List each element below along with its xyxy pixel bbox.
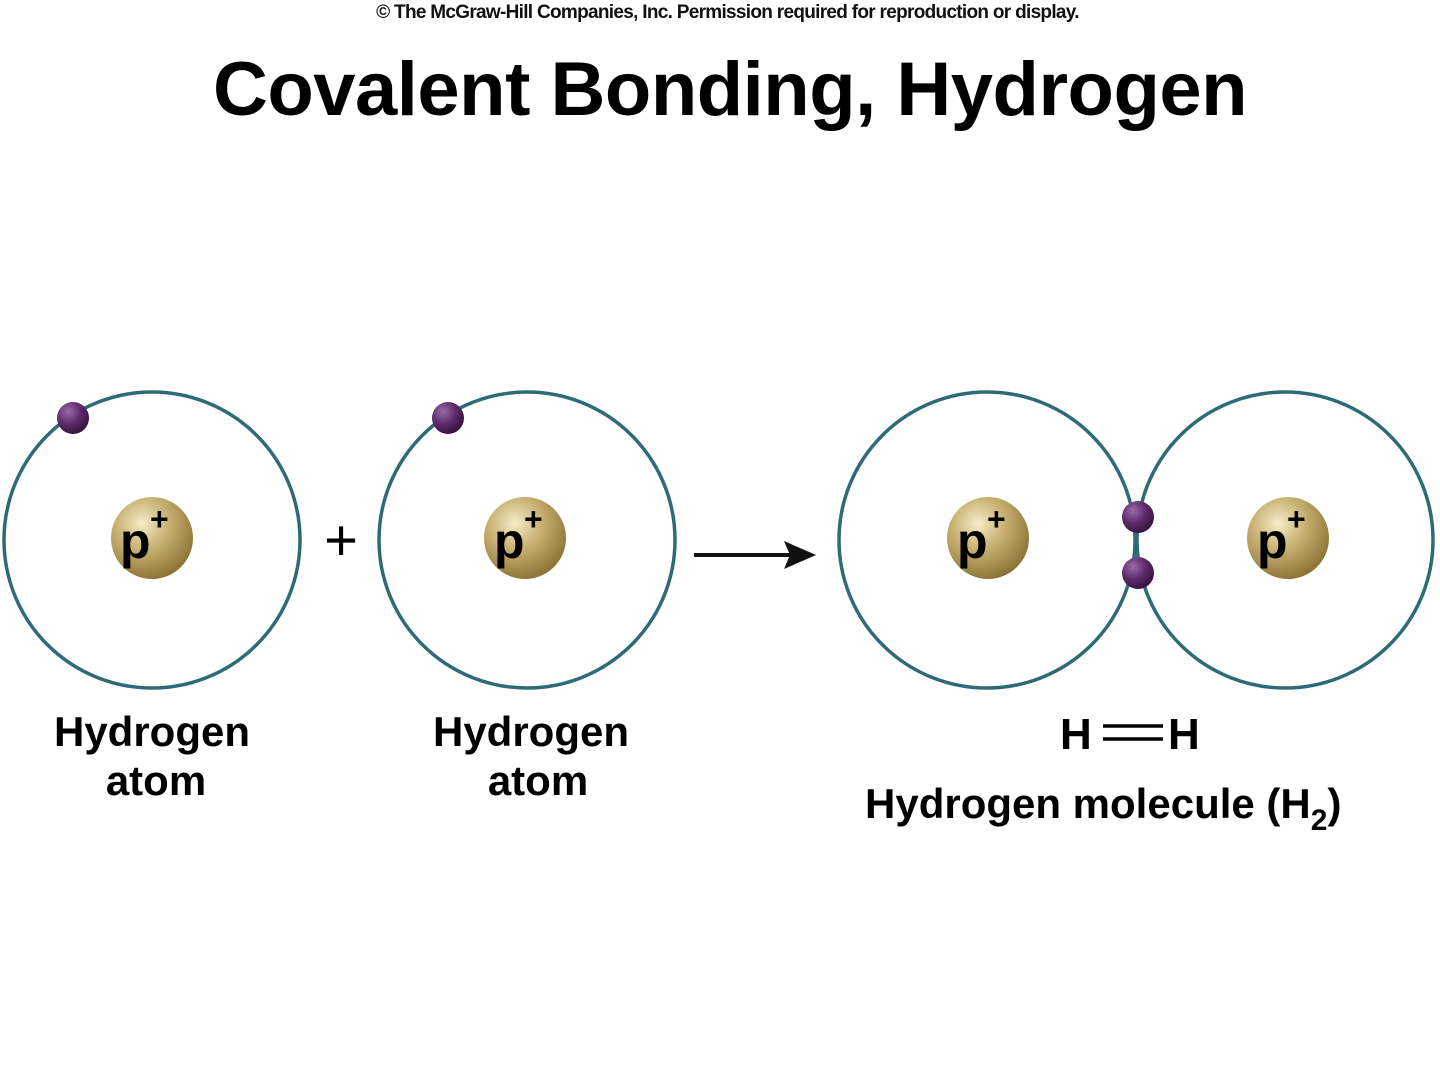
orbit-shell-left (837, 390, 1137, 690)
electron (57, 402, 89, 434)
molecule-label: Hydrogen molecule (H2) (865, 780, 1341, 837)
page-title: Covalent Bonding, Hydrogen (212, 47, 1248, 132)
shared-electron-bottom (1122, 557, 1154, 589)
proton-charge: + (1287, 501, 1306, 537)
molecule-label-close: ) (1327, 780, 1341, 827)
proton-nucleus (1247, 497, 1329, 579)
atom-label-line1: Hydrogen (433, 708, 629, 755)
orbit-shell-right (1135, 390, 1435, 690)
orbit-shell (377, 390, 677, 690)
proton-letter: p (1257, 513, 1288, 569)
copyright-notice: © The McGraw-Hill Companies, Inc. Permis… (376, 2, 1079, 23)
formula-atom-right: H (1168, 710, 1200, 759)
proton-letter: p (494, 513, 525, 569)
proton-right: p + (1247, 497, 1329, 579)
atom-label-line2: atom (106, 757, 206, 804)
proton: p + (111, 497, 193, 579)
proton-letter: p (120, 513, 151, 569)
hydrogen-atom-1: p + Hydrogen atom (2, 390, 302, 804)
shared-electron-top (1122, 501, 1154, 533)
proton-left: p + (947, 497, 1029, 579)
proton-nucleus (111, 497, 193, 579)
electron (432, 402, 464, 434)
proton-charge: + (524, 501, 543, 537)
proton: p + (484, 497, 566, 579)
atom-label-line1: Hydrogen (54, 708, 250, 755)
proton-charge: + (150, 501, 169, 537)
plus-sign: + (324, 508, 358, 573)
structural-formula: H H (1060, 710, 1200, 759)
hydrogen-molecule: p + p + H H Hydrogen molecule (H2) (837, 390, 1435, 837)
molecule-label-subscript: 2 (1311, 804, 1328, 837)
orbit-shell (2, 390, 302, 690)
atom-label-line2: atom (488, 757, 588, 804)
reaction-arrow (694, 541, 816, 569)
proton-nucleus (947, 497, 1029, 579)
proton-nucleus (484, 497, 566, 579)
hydrogen-atom-2: p + Hydrogen atom (377, 390, 677, 804)
proton-charge: + (987, 501, 1006, 537)
arrow-head (784, 541, 816, 569)
proton-letter: p (957, 513, 988, 569)
molecule-label-main: Hydrogen molecule (H (865, 780, 1311, 827)
formula-atom-left: H (1060, 710, 1092, 759)
